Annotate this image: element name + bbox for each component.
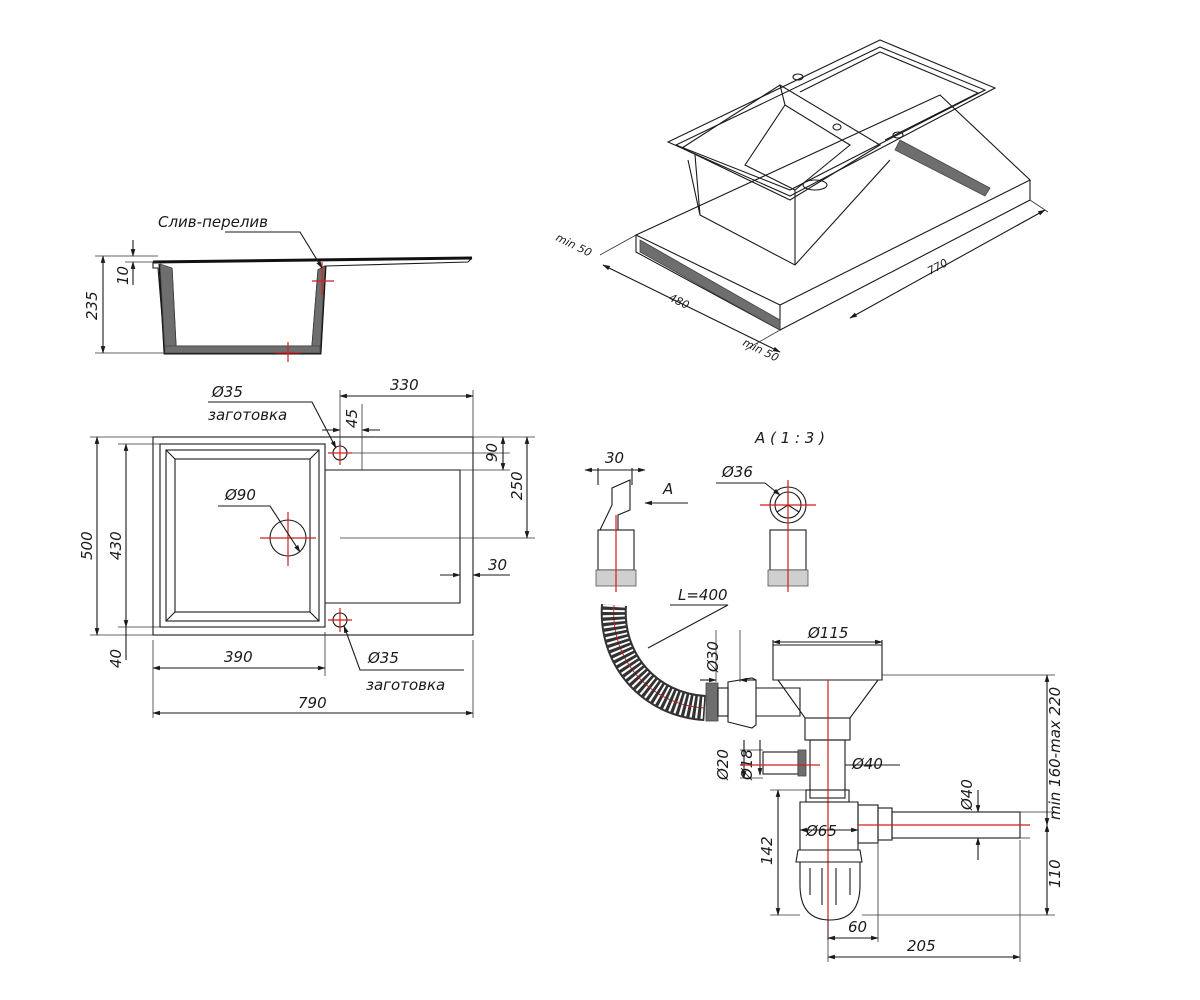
plan-outline bbox=[152, 436, 474, 636]
detail-width-dim: 30 bbox=[605, 449, 624, 467]
tap-from-edge-dim: 90 bbox=[483, 443, 501, 462]
offset-dim: 60 bbox=[848, 918, 867, 936]
iso-width-dim: 770 bbox=[925, 256, 950, 277]
trap-height-dim: 142 bbox=[758, 836, 776, 865]
detail-a: A ( 1 : 3 ) 30 A Ø36 bbox=[584, 429, 825, 592]
tap-top-note: заготовка bbox=[208, 406, 287, 424]
detail-diameter-dim: Ø36 bbox=[721, 463, 753, 481]
drainer-depth-dim: 250 bbox=[508, 471, 526, 500]
iso-cabinet-dim: 480 bbox=[667, 291, 692, 312]
total-width-dim: 790 bbox=[298, 694, 327, 712]
hose-length-label: L=400 bbox=[678, 586, 728, 604]
drainer-width-dim: 330 bbox=[390, 376, 419, 394]
iso-min-right-dim: min 50 bbox=[741, 336, 781, 364]
detail-a-title: A ( 1 : 3 ) bbox=[754, 429, 825, 447]
siphon-height-dim: min 160-max 220 bbox=[1046, 687, 1064, 820]
trap-diameter-dim: Ø65 bbox=[805, 822, 837, 840]
overflow-label: Слив-перелив bbox=[158, 213, 268, 231]
pipe-diameter-dim: Ø40 bbox=[851, 755, 883, 773]
strainer-diameter-dim: Ø115 bbox=[807, 624, 848, 642]
bowl-depth-dim: 430 bbox=[107, 531, 125, 560]
iso-min-left-dim: min 50 bbox=[554, 231, 594, 259]
tap-bottom-diameter: Ø35 bbox=[367, 649, 399, 667]
side-view: Слив-перелив 235 10 bbox=[83, 213, 473, 362]
tap-top-diameter: Ø35 bbox=[211, 383, 243, 401]
tap-bottom-note: заготовка bbox=[366, 676, 445, 694]
bowl-width-dim-label: 390 bbox=[224, 648, 253, 666]
tap-offset-dim: 45 bbox=[343, 409, 361, 428]
outlet-height-dim: 110 bbox=[1046, 859, 1064, 888]
length-dim: 205 bbox=[907, 937, 936, 955]
total-depth-dim: 500 bbox=[78, 531, 96, 560]
side-rim-dim: 10 bbox=[114, 266, 132, 285]
drain-diameter: Ø90 bbox=[224, 486, 256, 504]
hose-diameter-dim: Ø30 bbox=[704, 641, 722, 673]
outlet-diameter-dim: Ø40 bbox=[958, 779, 976, 811]
drainer-margin-dim: 30 bbox=[488, 556, 507, 574]
corrugated-hose bbox=[600, 604, 707, 721]
iso-view: min 50 480 min 50 770 bbox=[554, 39, 1049, 364]
iso-sink-top bbox=[666, 39, 997, 197]
side-20-dim: Ø20 bbox=[714, 749, 732, 781]
plan-view: Ø35 заготовка Ø90 Ø35 заготовка 790 390 … bbox=[78, 376, 535, 718]
side-height-dim: 235 bbox=[83, 291, 101, 320]
bottom-dim: 40 bbox=[107, 649, 125, 668]
detail-arrow-label: A bbox=[662, 480, 673, 498]
siphon-assembly: L=400 Ø30 Ø115 Ø40 Ø20 Ø18 bbox=[600, 586, 1064, 962]
